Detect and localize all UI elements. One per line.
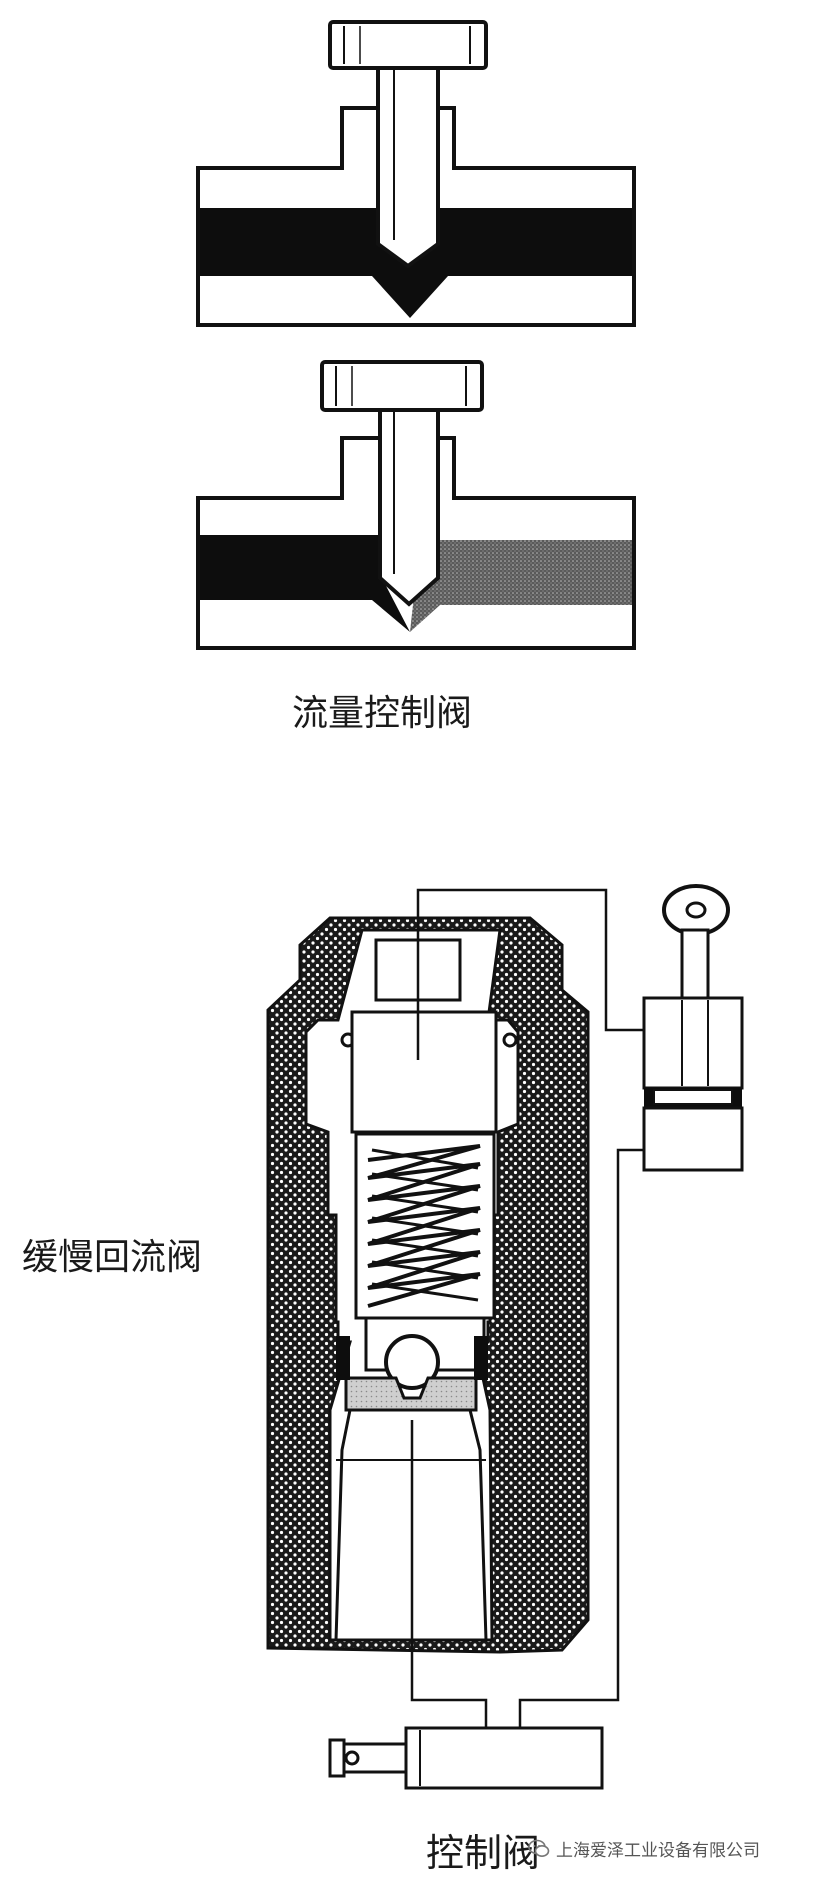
flow-channel-downstream [410, 540, 632, 632]
control-valve-label: 控制阀 [426, 1831, 541, 1875]
flow-valve-top [196, 20, 636, 327]
watermark: 上海爱泽工业设备有限公司 [528, 1836, 760, 1861]
spring [354, 1132, 496, 1320]
pilot-body [642, 996, 744, 1090]
valve-stem [378, 398, 440, 607]
slow-return-valve-label: 缓慢回流阀 [22, 1237, 203, 1278]
o-ring [502, 1032, 518, 1048]
valve-stem [376, 58, 440, 269]
control-valve [328, 1726, 604, 1790]
control-valve-body [404, 1726, 604, 1790]
slow-return-valve [266, 916, 590, 1654]
pilot-valve [642, 884, 744, 1172]
wechat-icon [528, 1839, 550, 1857]
valve-handle [328, 20, 488, 70]
pipe-lines [410, 888, 644, 1728]
valve-handle [320, 360, 484, 412]
flow-control-valve-label: 流量控制阀 [292, 693, 473, 734]
piston-block [350, 1010, 498, 1134]
pilot-base [642, 1106, 744, 1172]
flow-channel-upstream [200, 535, 410, 632]
check-ball [384, 1334, 440, 1390]
flow-valve-middle [196, 360, 636, 650]
valve-seat [372, 276, 448, 318]
watermark-text: 上海爱泽工业设备有限公司 [556, 1841, 760, 1861]
